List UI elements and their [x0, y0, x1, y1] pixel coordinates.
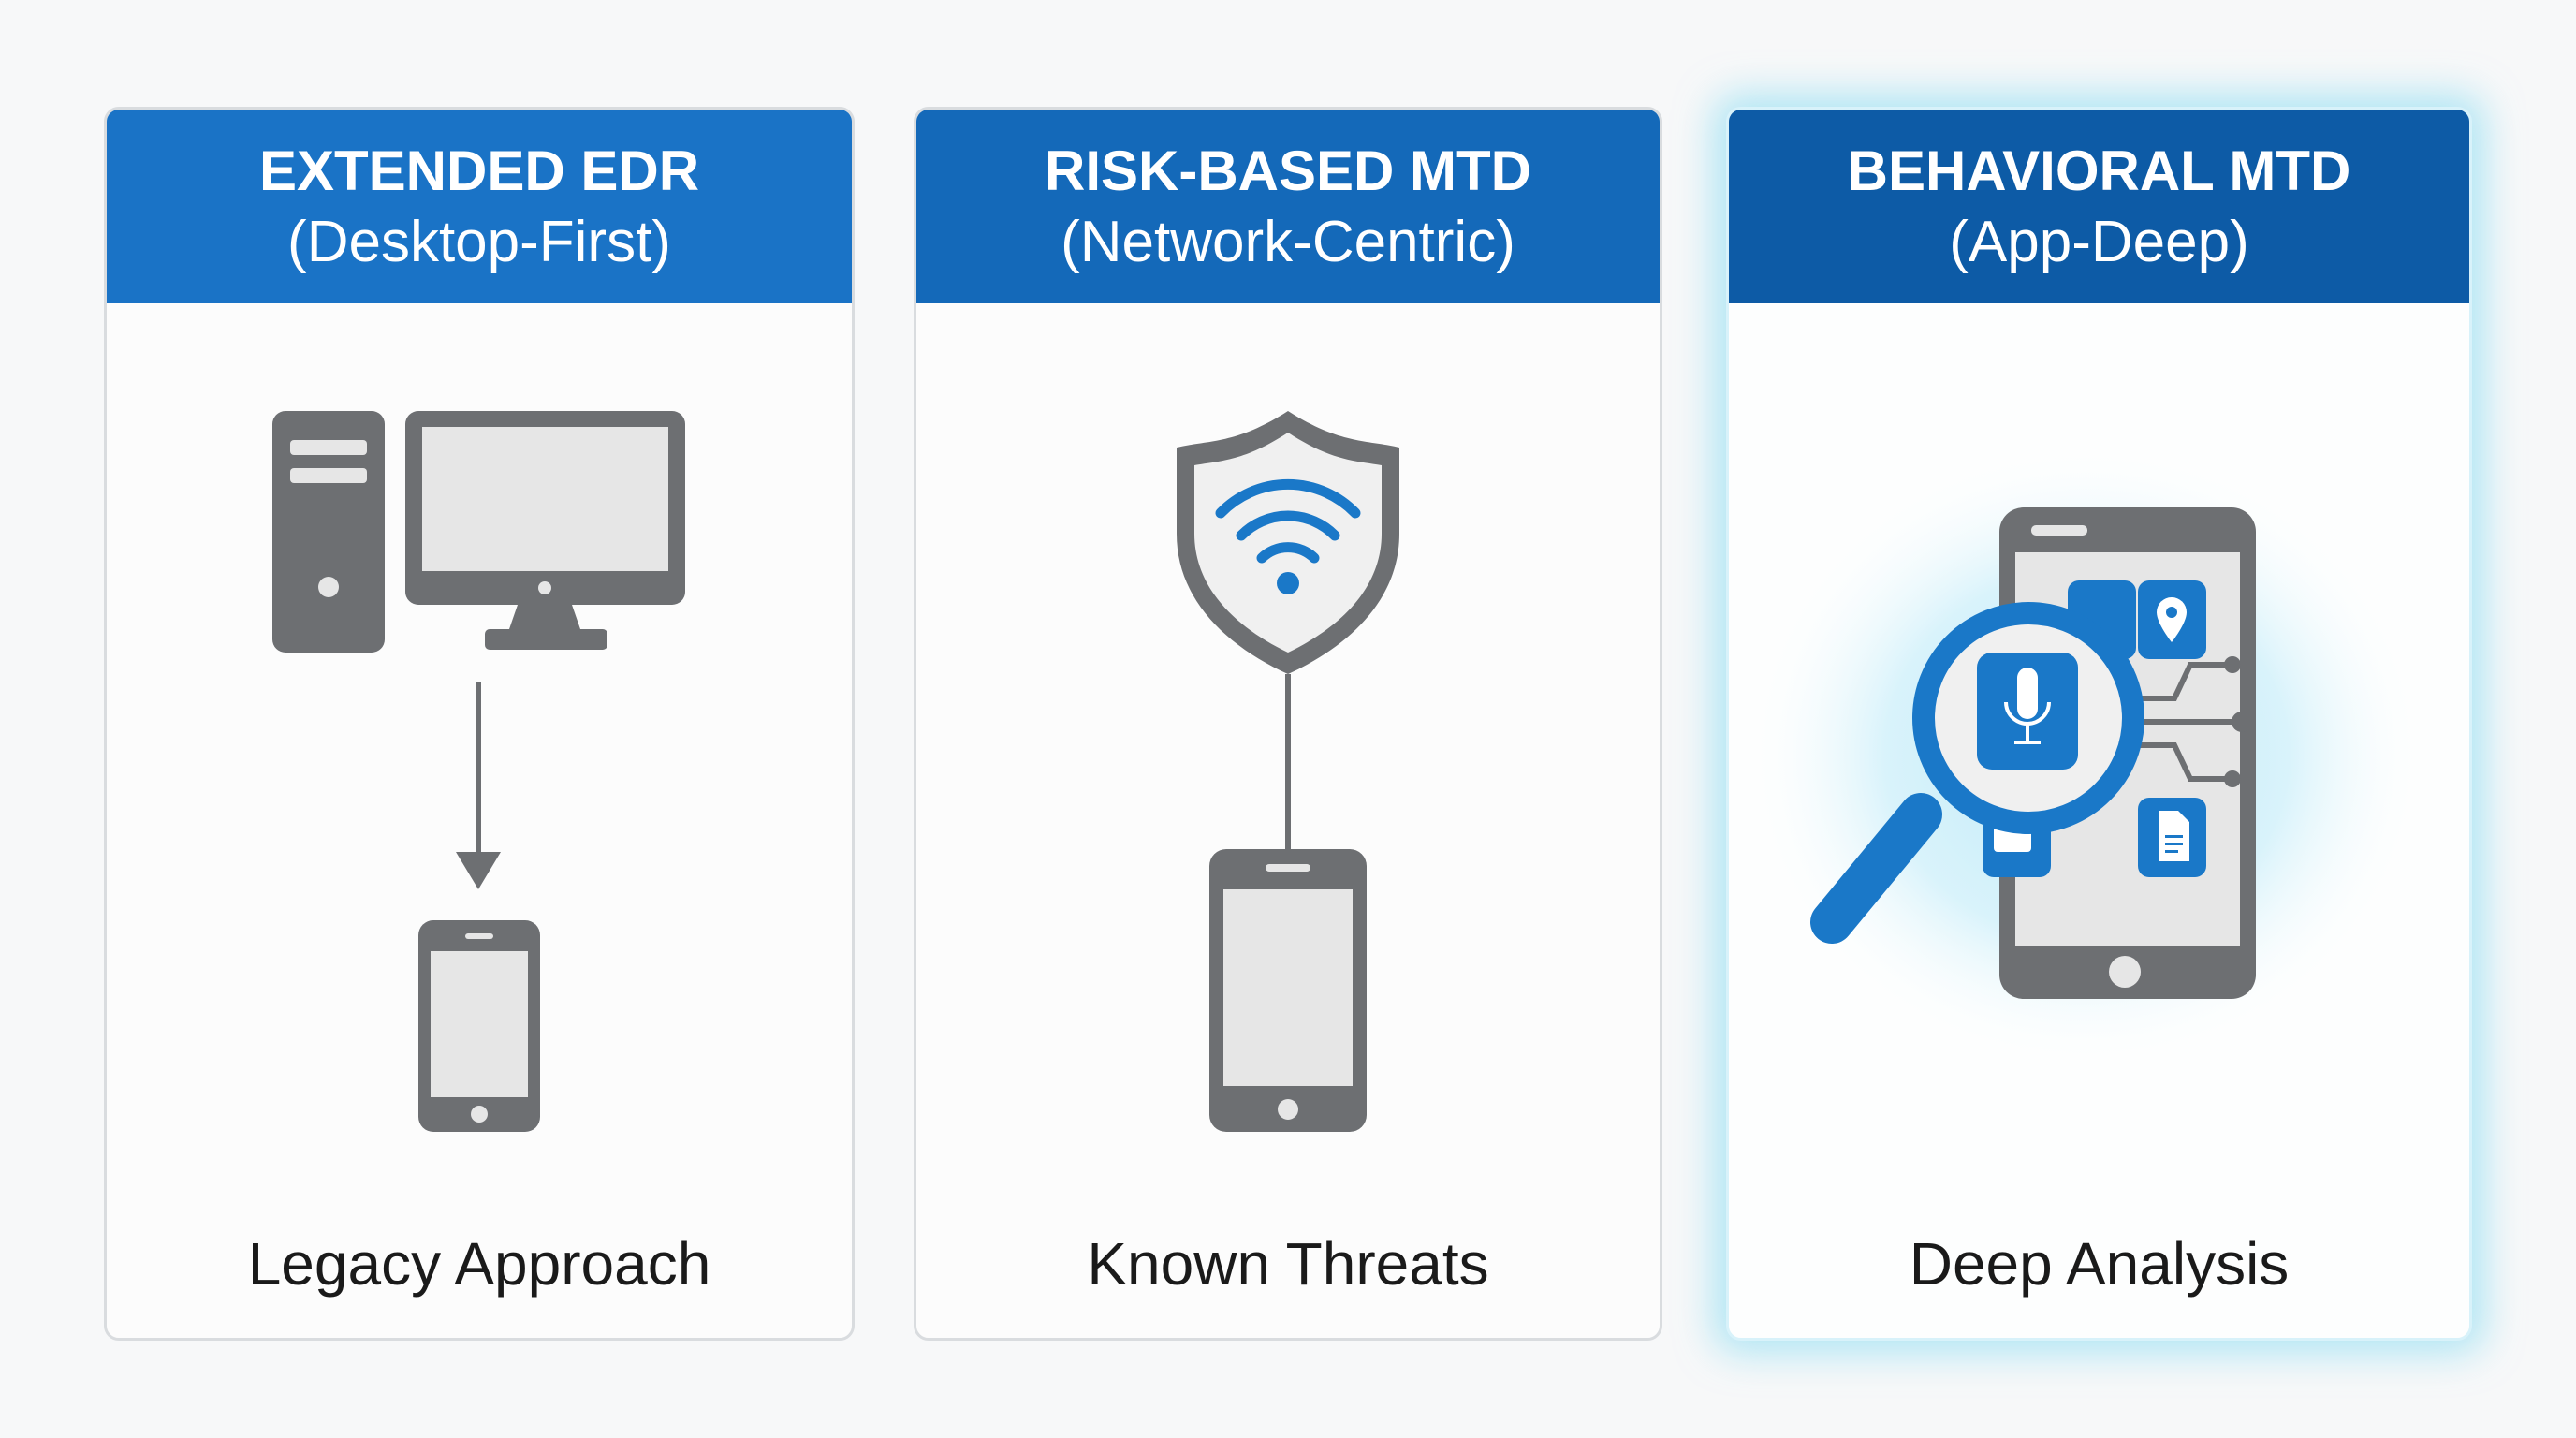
card-subtitle: (Desktop-First): [287, 210, 671, 274]
card-title: BEHAVIORAL MTD: [1847, 139, 2351, 202]
monitor-icon: [405, 411, 685, 650]
arrow-down-icon: [456, 682, 501, 889]
card-subtitle: (Network-Centric): [1061, 210, 1515, 274]
card-risk-based-mtd: RISK-BASED MTD (Network-Centric) Known T…: [914, 107, 1662, 1341]
card-extended-edr: EXTENDED EDR (Desktop-First) Legacy Appr…: [104, 107, 855, 1341]
card-header: BEHAVIORAL MTD (App-Deep): [1729, 110, 2469, 303]
magnifier-microphone-icon: [1810, 602, 2144, 944]
smartphone-icon: [418, 920, 540, 1132]
card-caption: Known Threats: [1087, 1230, 1489, 1298]
shield-wifi-icon: [1177, 411, 1399, 674]
smartphone-icon: [1209, 849, 1367, 1132]
card-header: EXTENDED EDR (Desktop-First): [107, 110, 852, 303]
card-caption: Legacy Approach: [247, 1230, 711, 1298]
card-caption: Deep Analysis: [1909, 1230, 2290, 1298]
card-subtitle: (App-Deep): [1949, 210, 2249, 274]
card-title: EXTENDED EDR: [258, 139, 700, 202]
card-title: RISK-BASED MTD: [1045, 139, 1531, 202]
desktop-tower-icon: [272, 411, 385, 653]
document-app-icon: [2138, 798, 2206, 877]
card-header: RISK-BASED MTD (Network-Centric): [916, 110, 1660, 303]
